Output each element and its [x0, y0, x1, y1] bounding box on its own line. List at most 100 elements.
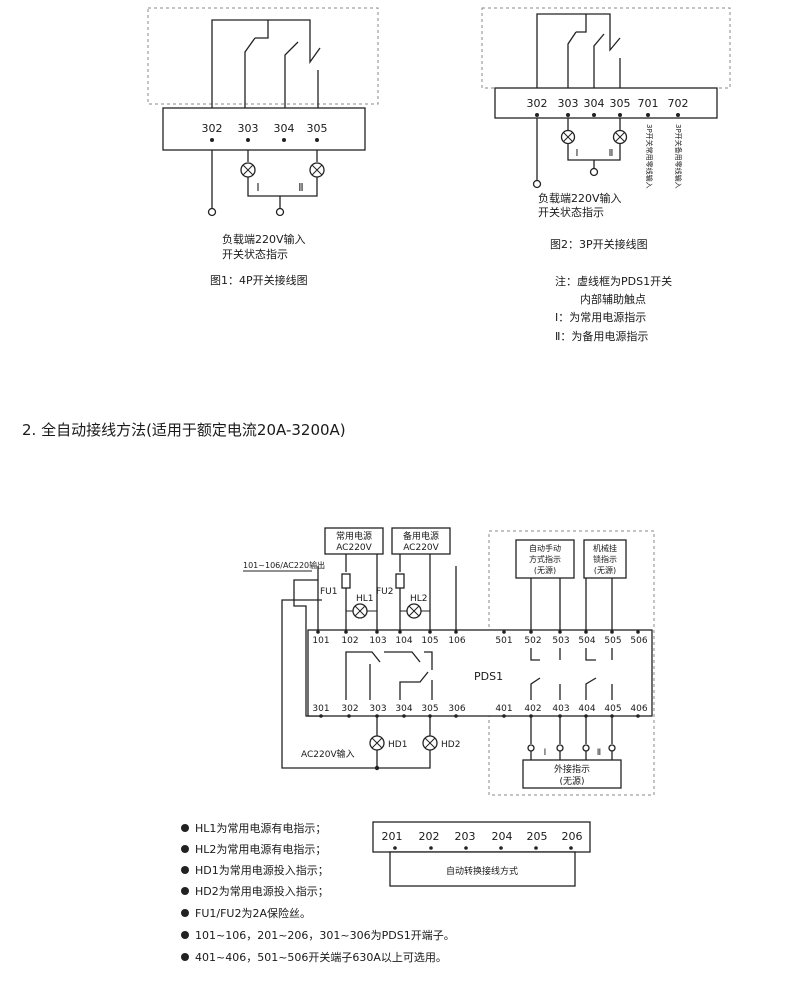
internal-contact-frame — [147, 7, 379, 105]
terminal-205: 205 — [527, 830, 548, 843]
aux-terminal-strip — [372, 821, 591, 853]
external-indicator-box — [522, 759, 622, 789]
terminal-dot — [464, 846, 468, 850]
terminal-102: 102 — [341, 636, 358, 646]
auto-manual-label-2: 方式指示 — [529, 554, 561, 564]
terminal-306: 306 — [448, 704, 465, 714]
legend-item-7: 401~406，501~506开关端子630A以上可选用。 — [195, 950, 447, 964]
load-input-label: 负载端220V输入 — [538, 191, 622, 205]
bullet — [181, 824, 189, 832]
switch-status-label: 开关状态指示 — [538, 205, 604, 219]
terminal-104: 104 — [395, 636, 412, 646]
bullet — [181, 909, 189, 917]
bullet — [181, 887, 189, 895]
bottom-terminal-row: 301 302 303 304 305 306 401 402 403 404 … — [312, 704, 647, 714]
terminal-ring — [556, 744, 564, 752]
external-indicator-label-2: (无源) — [559, 776, 584, 787]
diagram-3p: 302 303 304 305 701 702 Ⅰ Ⅱ 3P开关常用零线输入 3… — [481, 7, 731, 251]
terminal-ring — [532, 179, 542, 189]
contact-switch — [309, 40, 321, 65]
terminal-105: 105 — [421, 636, 438, 646]
lamp-icon — [560, 129, 576, 145]
internal-contact — [345, 651, 381, 700]
mech-lock-box — [583, 539, 627, 579]
fu2-label: FU2 — [376, 587, 394, 597]
terminal-dot — [676, 113, 680, 117]
contact-wire — [536, 13, 611, 88]
lamp-icon — [240, 162, 256, 178]
contact-switch — [284, 41, 299, 108]
terminal-304: 304 — [274, 122, 295, 135]
backup-power-box — [391, 527, 451, 555]
terminal-203: 203 — [455, 830, 476, 843]
terminal-302: 302 — [202, 122, 223, 135]
terminal-201: 201 — [382, 830, 403, 843]
terminal-dot — [393, 846, 397, 850]
terminal-dot — [246, 138, 250, 142]
terminal-405: 405 — [604, 704, 621, 714]
pds1-body — [307, 629, 653, 717]
contact-wire — [255, 20, 269, 39]
legend-item-2: HL2为常用电源有电指示； — [195, 842, 326, 856]
contact-switch — [567, 31, 577, 88]
bullet — [181, 953, 189, 961]
auto-manual-label-1: 自动手动 — [529, 543, 561, 553]
lamp-label-ii: Ⅱ — [609, 148, 614, 159]
lamp-icon — [422, 735, 438, 751]
lamp-common-wire — [247, 177, 318, 197]
terminal-404: 404 — [578, 704, 595, 714]
diagram-full-auto: 常用电源 AC220V 备用电源 AC220V 101~106/AC220输出 … — [243, 527, 655, 796]
fuse-fu1 — [341, 573, 351, 589]
terminal-702: 702 — [668, 97, 689, 110]
note-line-4: Ⅱ：为备用电源指示 — [555, 329, 648, 343]
terminal-dot — [534, 846, 538, 850]
bullet — [181, 845, 189, 853]
top-terminal-dots — [316, 630, 640, 634]
device-name: PDS1 — [474, 670, 503, 683]
diagram-4p: 302 303 304 305 Ⅰ Ⅱ 负载端220V输入 开关状态指示 图1：… — [147, 7, 379, 287]
terminal-103: 103 — [369, 636, 386, 646]
external-indicator-label-1: 外接指示 — [554, 763, 590, 775]
terminal-503: 503 — [552, 636, 569, 646]
figure-caption-2: 图2：3P开关接线图 — [550, 237, 648, 251]
terminal-dot — [592, 113, 596, 117]
mech-lock-label-3: (无源) — [594, 566, 616, 575]
neutral-input-701-label: 3P开关常用零线输入 — [645, 124, 654, 189]
junction-dot — [374, 765, 380, 771]
terminal-dot — [315, 138, 319, 142]
contact-switch — [593, 33, 605, 88]
lamp-label-i: Ⅰ — [576, 148, 579, 159]
terminal-506: 506 — [630, 636, 647, 646]
terminal-304: 304 — [584, 97, 605, 110]
terminal-303: 303 — [558, 97, 579, 110]
terminal-304: 304 — [395, 704, 412, 714]
legend: HL1为常用电源有电指示； HL2为常用电源有电指示； HD1为常用电源投入指示… — [181, 821, 455, 964]
terminal-dot — [282, 138, 286, 142]
internal-contact — [384, 651, 421, 663]
normal-power-label: 常用电源 — [336, 530, 372, 542]
aux-contact-nc — [585, 648, 613, 661]
terminal-dot — [569, 846, 573, 850]
terminal-402: 402 — [524, 704, 541, 714]
legend-item-1: HL1为常用电源有电指示； — [195, 821, 326, 835]
terminal-ring — [207, 207, 217, 217]
terminal-dot — [210, 138, 214, 142]
terminal-305: 305 — [307, 122, 328, 135]
hd1-label: HD1 — [388, 740, 407, 750]
fu1-label: FU1 — [320, 587, 338, 597]
terminal-dot — [429, 846, 433, 850]
lamp-icon — [406, 603, 422, 619]
lamp-label-ii: Ⅱ — [298, 181, 303, 194]
load-input-label: 负载端220V输入 — [222, 232, 306, 246]
neutral-input-702-label: 3P开关备用零线输入 — [674, 124, 683, 189]
mech-lock-label-1: 机械挂 — [593, 543, 617, 553]
terminal-dot — [566, 113, 570, 117]
terminal-403: 403 — [552, 704, 569, 714]
aux-contact-nc — [530, 648, 561, 661]
backup-power-voltage: AC220V — [403, 543, 439, 553]
terminal-502: 502 — [524, 636, 541, 646]
input-label: AC220V输入 — [301, 748, 355, 760]
terminal-block — [494, 87, 718, 119]
note-line-1: 注：虚线框为PDS1开关 — [555, 274, 672, 288]
terminal-dot — [618, 113, 622, 117]
